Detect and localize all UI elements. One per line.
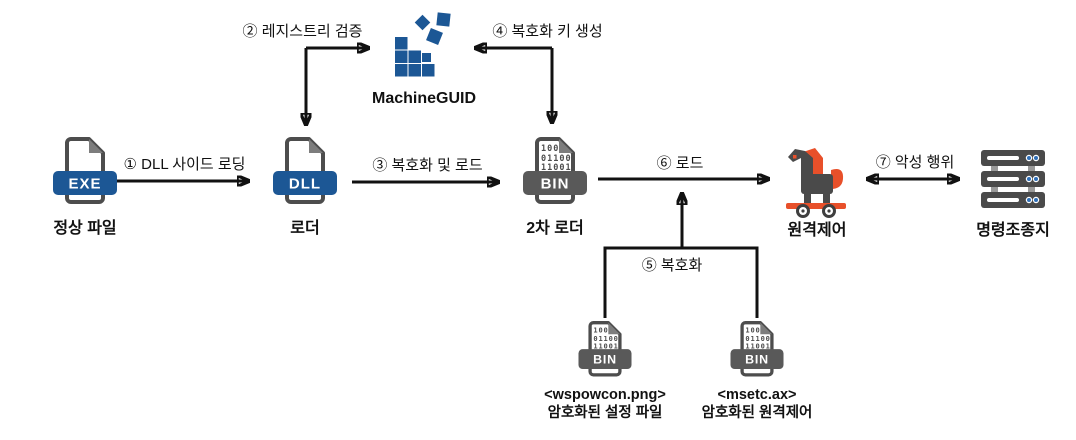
binary-line: 01100	[745, 334, 770, 343]
step-4-label: ④ 복호화 키 생성	[492, 23, 603, 40]
c2-server-icon	[981, 150, 1045, 208]
rat-bin-badge-text: BIN	[745, 353, 769, 367]
binary-line: 11001	[593, 341, 618, 350]
step-6-label: ⑥ 로드	[656, 155, 704, 172]
bin-second-loader-icon: 100 01100 11001 BIN	[523, 137, 587, 204]
remote-control-node-label: 원격제어	[787, 222, 847, 239]
config-file-name: <wspowcon.png>	[544, 387, 666, 403]
binary-line: 01100	[593, 334, 618, 343]
config-file-label: 암호화된 설정 파일	[547, 405, 663, 421]
binary-line: 11001	[745, 341, 770, 350]
second-loader-node-label: 2차 로더	[526, 220, 584, 237]
config-bin-badge-text: BIN	[593, 353, 617, 367]
machineguid-icon	[395, 12, 451, 77]
trojan-horse-icon	[786, 148, 846, 218]
step-7-label: ⑦ 악성 행위	[875, 154, 955, 171]
exe-file-icon: EXE	[53, 137, 117, 204]
binary-line: 100	[541, 144, 559, 154]
step-2-label: ② 레지스트리 검증	[242, 23, 363, 40]
binary-line: 11001	[541, 163, 572, 173]
exe-badge-text: EXE	[68, 176, 101, 193]
machineguid-node-label: MachineGUID	[371, 90, 476, 107]
dll-file-icon: DLL	[273, 137, 337, 204]
step-1-label: ① DLL 사이드 로딩	[123, 156, 246, 173]
exe-node-label: 정상 파일	[53, 220, 117, 237]
binary-line: 01100	[541, 154, 572, 164]
rat-file-name: <msetc.ax>	[717, 387, 797, 403]
bracket-5-decrypt-sources	[603, 246, 759, 318]
step-3-label: ③ 복호화 및 로드	[372, 157, 483, 174]
encrypted-config-bin-icon: 100 01100 11001 BIN	[578, 321, 632, 377]
binary-line: 100	[593, 326, 608, 335]
bin-badge-text: BIN	[541, 176, 570, 193]
rat-file-label: 암호화된 원격제어	[701, 405, 813, 421]
dll-badge-text: DLL	[289, 176, 321, 193]
step-5-label: ⑤ 복호화	[641, 257, 703, 274]
encrypted-rat-bin-icon: 100 01100 11001 BIN	[730, 321, 784, 377]
binary-line: 100	[745, 326, 760, 335]
loader-node-label: 로더	[290, 220, 320, 237]
c2-node-label: 명령조종지	[976, 222, 1050, 239]
